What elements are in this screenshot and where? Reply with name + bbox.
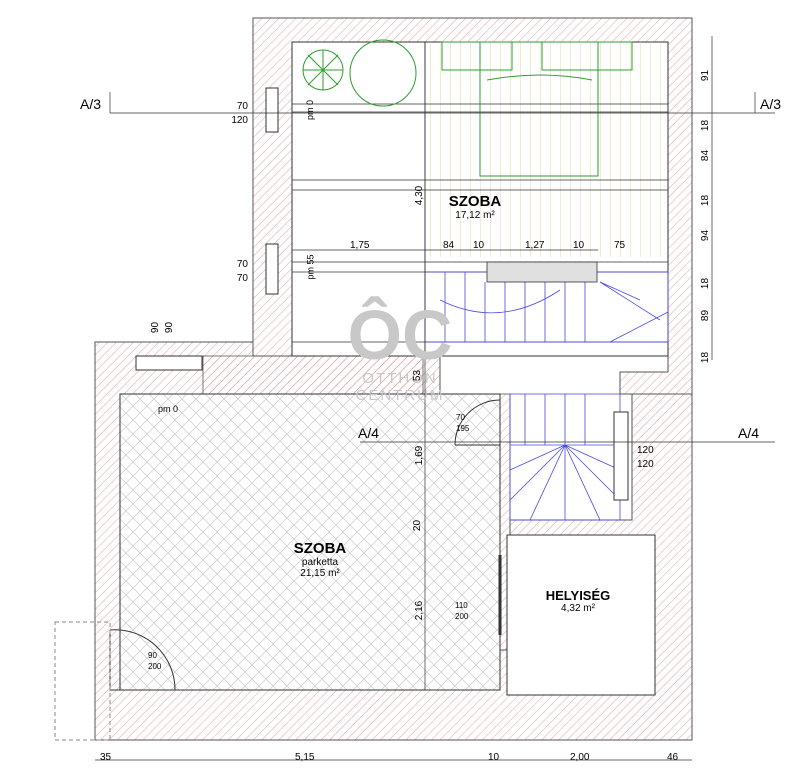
section-a3-left: A/3 — [80, 96, 102, 112]
height-pm0-hall: pm 0 — [158, 404, 179, 414]
room-label-bath: HELYISÉG 4,32 m² — [528, 588, 628, 614]
w-left: 90 90 — [150, 321, 175, 334]
interior-wall-2 — [202, 355, 424, 395]
sink — [486, 261, 598, 283]
section-a4-left: A/4 — [358, 425, 380, 441]
room-subtitle: parketta — [301, 557, 339, 568]
stair-lower — [509, 393, 621, 521]
watermark-logo: ÔC — [347, 296, 453, 374]
round-table — [349, 39, 417, 107]
parquet-floor — [119, 393, 501, 691]
plant — [302, 49, 344, 91]
room-label-lower: SZOBA parketta 21,15 m² — [275, 540, 365, 579]
room-area: 17,12 m² — [455, 210, 495, 221]
dimension-lines — [95, 36, 775, 761]
windows — [135, 87, 629, 501]
room-area: 4,32 m² — [561, 603, 595, 614]
wood-floor — [425, 42, 668, 257]
room-name: SZOBA — [293, 540, 347, 557]
watermark-line1: OTTHON — [362, 370, 438, 387]
room-area: 21,15 m² — [300, 568, 340, 579]
watermark: ÔC OTTHON CENTRUM — [345, 300, 455, 404]
room-name: SZOBA — [448, 193, 502, 210]
watermark-line2: CENTRUM — [355, 387, 445, 404]
height-pm55: pm 55 — [305, 254, 316, 280]
section-a3-right: A/3 — [760, 96, 782, 112]
bath-room-floor — [506, 534, 656, 696]
doors — [54, 399, 502, 741]
room-name: HELYISÉG — [545, 588, 611, 603]
room-label-upper: SZOBA 17,12 m² — [430, 193, 520, 221]
section-a4-right: A/4 — [738, 425, 760, 441]
height-pm0-top: pm 0 — [305, 99, 316, 121]
bed — [441, 41, 633, 177]
